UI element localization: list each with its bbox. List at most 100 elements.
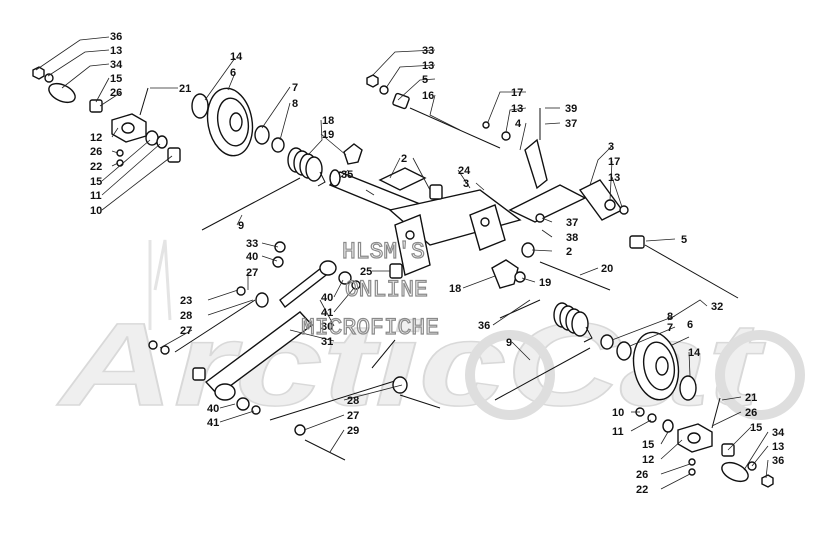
- shock-eye-lower: [214, 383, 236, 401]
- washer-11: [156, 135, 168, 149]
- callout-2b: 2: [566, 246, 572, 258]
- leader-lines: [35, 36, 769, 490]
- callout-15: 15: [110, 73, 122, 85]
- callout-15b: 15: [90, 176, 102, 188]
- callout-8b: 8: [667, 311, 673, 323]
- callout-38: 38: [566, 232, 578, 244]
- shock-group: [148, 241, 441, 461]
- long-bolt-32: [644, 244, 739, 299]
- torsion-spring-left: [287, 147, 326, 187]
- callout-11: 11: [90, 190, 102, 202]
- callout-13b: 13: [422, 60, 434, 72]
- callout-14: 14: [230, 51, 243, 63]
- callout-16: 16: [422, 90, 434, 102]
- link-rod-28-upper: [174, 299, 256, 353]
- callout-41: 41: [321, 307, 333, 319]
- ring-8: [271, 137, 285, 153]
- callout-15d: 15: [750, 422, 762, 434]
- bushing-19: [343, 143, 363, 165]
- callout-11b: 11: [612, 426, 624, 438]
- cover-34: [48, 82, 76, 104]
- center-frame-group: [328, 167, 611, 291]
- callout-20: 20: [601, 263, 613, 275]
- watermark-line1: HLSM'S: [342, 239, 425, 265]
- callout-19b: 19: [539, 277, 551, 289]
- callout-13d: 13: [608, 172, 620, 184]
- bushing-7-right: [616, 341, 632, 361]
- washer-27-lower: [294, 424, 306, 436]
- callout-27b: 27: [180, 325, 192, 337]
- callout-18: 18: [322, 115, 334, 127]
- callout-40c: 40: [207, 403, 219, 415]
- callout-28b: 28: [347, 395, 359, 407]
- callout-12: 12: [90, 132, 102, 144]
- callout-13e: 13: [772, 441, 784, 453]
- hex-bolt-36: [32, 66, 45, 80]
- callout-30: 30: [321, 321, 333, 333]
- bearing-14: [191, 93, 209, 119]
- left-upper-wheel-group: [32, 66, 363, 231]
- callout-34b: 34: [772, 427, 785, 439]
- washer-40-mid: [338, 271, 352, 285]
- callout-17: 17: [511, 87, 523, 99]
- watermark-line3: MICROFICHE: [301, 315, 439, 341]
- callout-14b: 14: [688, 347, 701, 359]
- link-bushing-27-lower: [392, 376, 408, 394]
- callout-7b: 7: [667, 322, 673, 334]
- idler-wheel-hub: [229, 112, 243, 132]
- right-lower-wheel-group: [494, 299, 774, 488]
- nut-26-right: [688, 458, 696, 466]
- bracket-3-right: [578, 179, 624, 221]
- pin-20: [539, 261, 611, 291]
- pivot-hole-1: [405, 230, 415, 240]
- axle-bore-right: [687, 432, 701, 444]
- callout-24: 24: [458, 165, 471, 177]
- axle-bore: [121, 122, 135, 134]
- callout-36: 36: [110, 31, 122, 43]
- watermark-tower-shape: [148, 239, 172, 330]
- bracket-2: [378, 167, 427, 191]
- washer-11-right: [647, 413, 657, 423]
- upper-right-group: [366, 74, 739, 299]
- bushing-24: [429, 184, 443, 200]
- callout-18b: 18: [449, 283, 461, 295]
- callout-15c: 15: [642, 439, 654, 451]
- bushing-lower: [192, 367, 206, 381]
- callout-22: 22: [90, 161, 102, 173]
- bushing-18-right: [491, 259, 519, 289]
- spring-rod-9-right: [494, 347, 591, 401]
- callout-10: 10: [90, 205, 102, 217]
- shaft-end: [329, 169, 341, 187]
- callout-26d: 26: [636, 469, 648, 481]
- nut-22-right: [688, 468, 696, 476]
- bushing-10: [167, 147, 181, 163]
- callout-22b: 22: [636, 484, 648, 496]
- shock-eye-upper: [319, 260, 337, 276]
- callout-6b: 6: [687, 319, 693, 331]
- shock-body-30: [204, 311, 314, 396]
- microfiche-watermark: HLSM'S ONLINE MICROFICHE: [300, 238, 439, 341]
- callout-9: 9: [238, 220, 244, 232]
- spacer-15: [89, 99, 103, 113]
- washer-19-right: [514, 271, 526, 283]
- callout-27c: 27: [347, 410, 359, 422]
- callout-9b: 9: [506, 337, 512, 349]
- callout-4: 4: [515, 118, 522, 130]
- callout-3: 3: [463, 178, 469, 190]
- bracket-hole: [604, 199, 616, 211]
- washer-41-lower: [251, 405, 261, 415]
- callout-37: 37: [565, 118, 577, 130]
- callout-33b: 33: [422, 45, 434, 57]
- torsion-spring-right: [553, 302, 593, 343]
- callout-26: 26: [110, 87, 122, 99]
- callout-3b: 3: [608, 141, 614, 153]
- callout-labels: 36 13 34 15 26 21 12 26 22 15 11 10 14 6…: [90, 31, 785, 496]
- callout-19: 19: [322, 129, 334, 141]
- spacer-5-top: [392, 92, 410, 110]
- washer-27-left: [160, 345, 170, 355]
- hex-bolt-36-right: [761, 474, 774, 488]
- nut-27-left: [148, 340, 158, 350]
- callout-28: 28: [180, 310, 192, 322]
- bushing-7: [254, 125, 270, 145]
